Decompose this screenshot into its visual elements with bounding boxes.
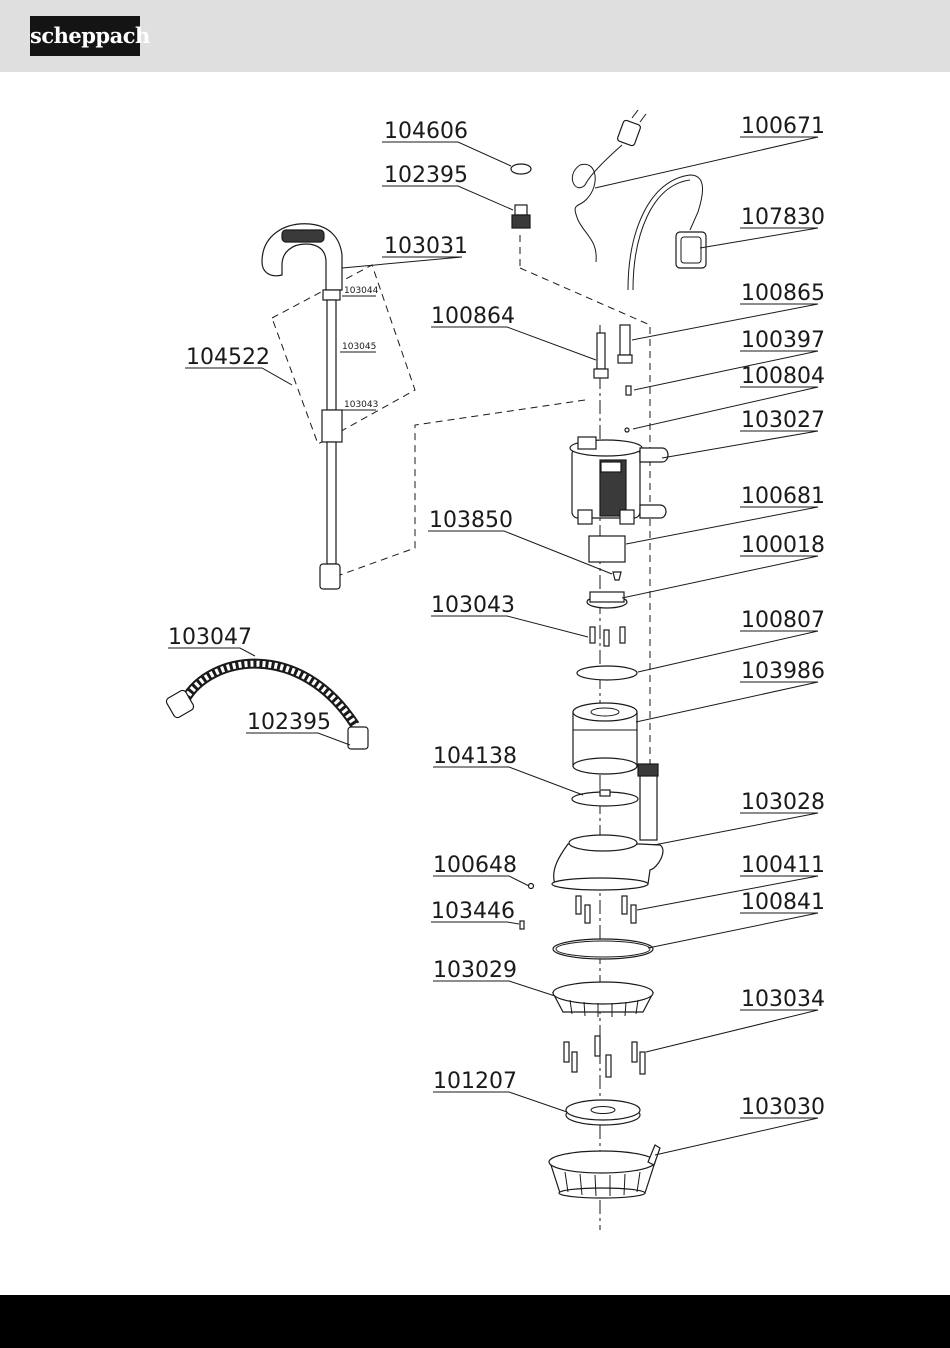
- part-number-label: 100681: [741, 484, 825, 509]
- part-number-label: 100397: [741, 328, 825, 353]
- part-number-label: 100804: [741, 364, 825, 389]
- motor-housing: [570, 437, 668, 524]
- part-shape-103986: [573, 703, 637, 774]
- part-number-label: 100865: [741, 281, 825, 306]
- part-number-label: 103029: [433, 958, 517, 983]
- part-shape-100397: [626, 386, 631, 395]
- part-shape-100411-screws: [576, 896, 636, 923]
- part-number-label: 100864: [431, 304, 515, 329]
- part-shape-103029: [553, 982, 653, 1017]
- part-number-label: 100807: [741, 608, 825, 633]
- part-number-label: 103031: [384, 234, 468, 259]
- part-number-label: 103043: [431, 593, 515, 618]
- part-number-label: 100648: [433, 853, 517, 878]
- part-shape-100804: [625, 428, 629, 432]
- part-number-label: 104138: [433, 744, 517, 769]
- part-shape-100864: [594, 333, 608, 378]
- part-number-label: 103034: [741, 987, 825, 1012]
- part-shape-100865: [618, 325, 632, 363]
- part-number-label: 104522: [186, 345, 270, 370]
- pump-base-housing: [552, 764, 663, 890]
- part-number-label: 100841: [741, 890, 825, 915]
- part-number-label: 103027: [741, 408, 825, 433]
- exploded-parts-diagram: 104606 102395 103031 103044 103045 10304…: [0, 72, 950, 1292]
- part-number-label: 101207: [433, 1069, 517, 1094]
- part-number-label: 104606: [384, 119, 468, 144]
- part-number-label: 100411: [741, 853, 825, 878]
- part-shape-100807: [577, 666, 637, 680]
- part-shape-100841: [553, 939, 653, 959]
- power-cable-plug: [572, 110, 646, 262]
- part-number-label: 103045: [342, 342, 376, 352]
- part-shape-103043-screws: [590, 627, 625, 646]
- part-number-label: 103047: [168, 625, 252, 650]
- part-number-label: 100018: [741, 533, 825, 558]
- part-number-label: 102395: [384, 163, 468, 188]
- part-number-label: 103043: [344, 400, 378, 410]
- part-number-label: 103028: [741, 790, 825, 815]
- part-shape-104606: [511, 164, 531, 174]
- part-shape-101207: [566, 1100, 640, 1125]
- part-number-label: 103044: [344, 286, 379, 296]
- part-shape-103034-screws: [564, 1036, 645, 1077]
- part-shape-100648: [529, 884, 534, 889]
- hose-assembly: [165, 664, 368, 749]
- part-number-label: 107830: [741, 205, 825, 230]
- brand-logo: scheppach: [30, 16, 140, 56]
- part-shape-103030: [549, 1145, 660, 1198]
- leader-lines: [168, 137, 818, 1155]
- part-number-label: 103446: [431, 899, 515, 924]
- part-number-label: 102395: [247, 710, 331, 735]
- part-shape-102395: [512, 205, 530, 228]
- part-shape-104138: [572, 790, 638, 806]
- part-shape-103446: [520, 921, 524, 929]
- header-bar: scheppach: [0, 0, 950, 72]
- part-shape-100681: [589, 536, 625, 562]
- part-number-label: 103986: [741, 659, 825, 684]
- part-number-label: 103850: [429, 508, 513, 533]
- part-shape-103850: [613, 572, 621, 580]
- discharge-pipe-assembly: [262, 224, 342, 589]
- float-switch: [628, 175, 706, 290]
- part-number-label: 103030: [741, 1095, 825, 1120]
- footer-bar: [0, 1295, 950, 1348]
- part-number-label: 100671: [741, 114, 825, 139]
- part-shape-100018: [587, 592, 627, 608]
